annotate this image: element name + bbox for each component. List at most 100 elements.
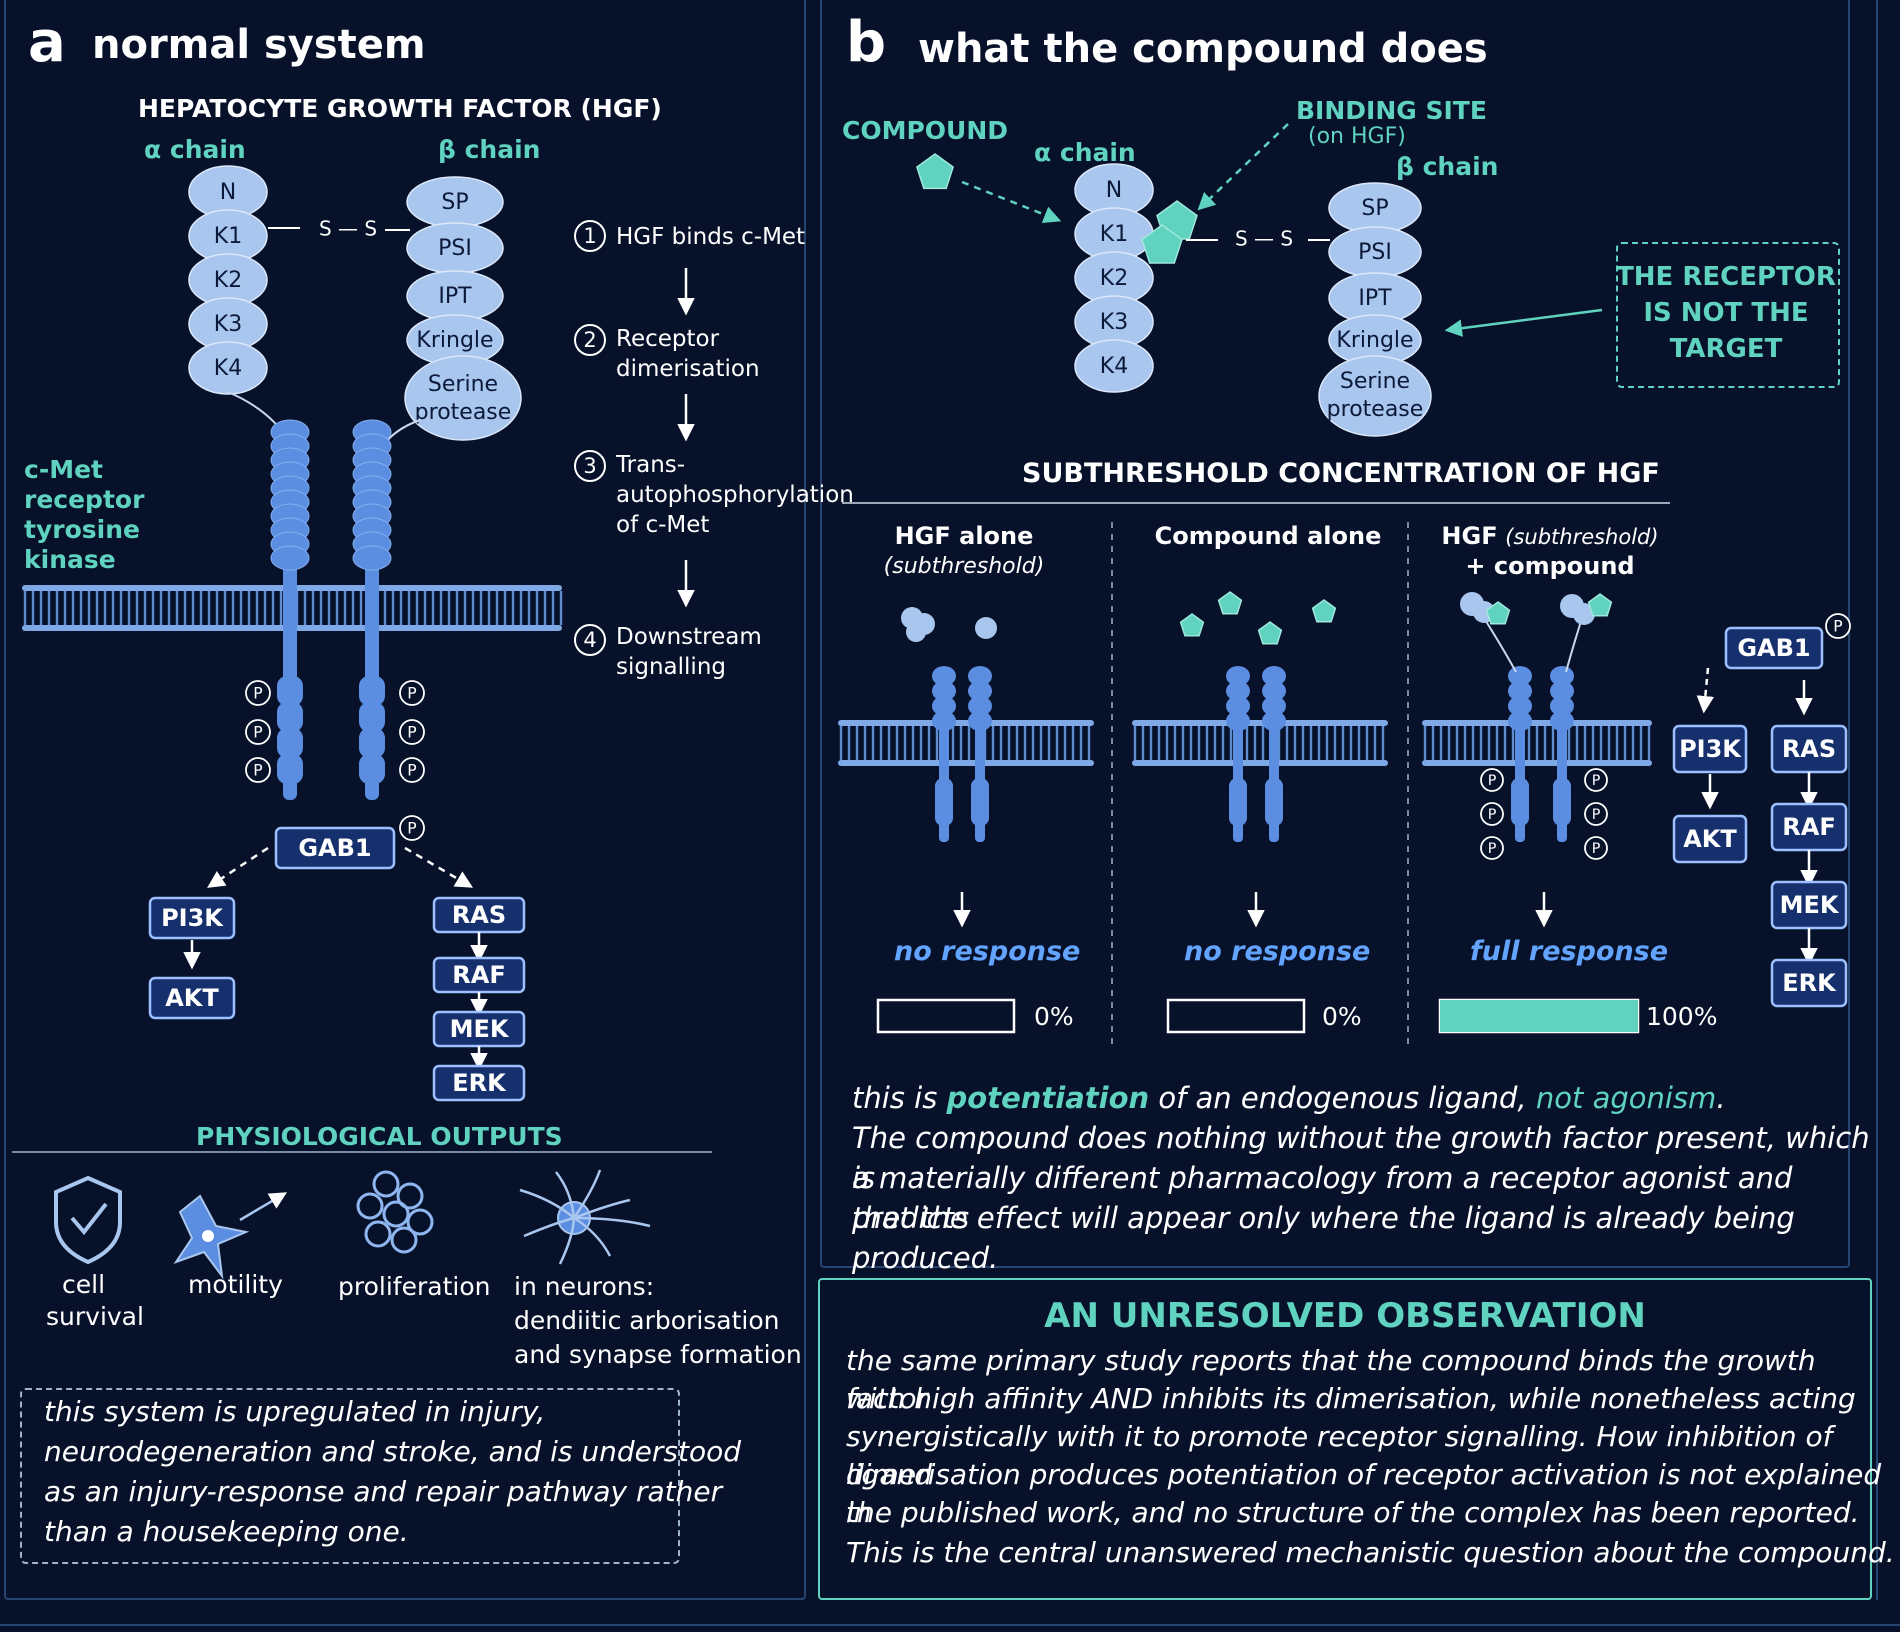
phospho-a-right-1-label: P: [407, 724, 416, 742]
summary-line-0: this is potentiation of an endogenous li…: [852, 1078, 1726, 1118]
motility-arrow-icon: [239, 1192, 288, 1222]
cascade-a-ras-label: RAS: [452, 901, 506, 929]
receptor-b3-left-ecd-3: [1508, 711, 1532, 731]
neuron-dendrite-icon-0: [519, 1188, 575, 1219]
panel-b-letter: b: [846, 10, 887, 75]
output-neurons-line-3: and synapse formation: [514, 1340, 802, 1369]
panel-a-frame: [4, 0, 806, 1600]
observation-line-3: synergistically with it to promote recep…: [846, 1420, 1833, 1491]
akt-a-label: AKT: [165, 984, 219, 1012]
step-2-line-2: dimerisation: [616, 356, 760, 382]
step-4-circle: [574, 624, 606, 656]
summary-line-2: a materially different pharmacology from…: [852, 1161, 1793, 1235]
alpha-chain-label-b: α chain: [1034, 138, 1136, 167]
receptor-label-line-1: c-Met: [24, 455, 103, 484]
observation-highlight: This is the central unanswered mechanist…: [846, 1536, 1895, 1569]
arrow-a-gab1-ras: [404, 846, 474, 888]
beta-chain-a-protease-domain: [404, 355, 522, 441]
step-3-line-2: autophosphorylation: [616, 482, 854, 508]
condition-1-title: HGF alone: [894, 522, 1034, 550]
note-line-2: neurodegeneration and stroke, and is und…: [44, 1435, 742, 1468]
receptor-a-left-kinase-2: [277, 728, 303, 758]
output-proliferation: proliferation: [338, 1272, 491, 1301]
receptor-a-right-kinase-1: [359, 702, 385, 732]
phospho-b3-right-1: [1584, 802, 1608, 826]
note-box: [20, 1388, 680, 1564]
membrane-b-2: [1132, 720, 1388, 766]
condition-1-response: no response: [894, 936, 1081, 967]
receptor-b1-right-ecd-2: [968, 696, 992, 716]
linker-b3-right: [1565, 617, 1583, 673]
receptor-b2-left-ecd-0: [1226, 666, 1250, 686]
step-1-text: HGF binds c-Met: [616, 224, 806, 250]
condition-3-subtitle: + compound: [1465, 552, 1635, 580]
condition-1-percent: 0%: [1034, 1002, 1074, 1031]
phospho-b3-right-1-label: P: [1592, 807, 1601, 823]
akt-b-box: [1672, 814, 1748, 864]
summary-line-3: that the effect will appear only where t…: [852, 1201, 1795, 1275]
beta-chain-b-domain-label-2: IPT: [1358, 286, 1392, 311]
step-3: Trans- autophosphorylation of c-Met: [616, 450, 854, 540]
step-3-number: 3: [583, 454, 596, 478]
compound-pentagon: [916, 153, 954, 190]
compound-b3-2: [1587, 593, 1613, 617]
receptor-b2-right-kinase: [1265, 778, 1283, 826]
phospho-b3-left-2-label: P: [1488, 841, 1497, 857]
phospho-b3-left-2: [1480, 836, 1504, 860]
beta-chain-a-domain-label-0: SP: [441, 190, 468, 215]
beta-chain-b-protease-label-2: protease: [1327, 397, 1424, 422]
output-neurons-line-2: dendiitic arborisation: [514, 1306, 780, 1335]
receptor-b3-left-ecd-2: [1508, 696, 1532, 716]
condition-1-subtitle: (subthreshold): [883, 554, 1045, 579]
cascade-a-mek-label: MEK: [450, 1015, 510, 1043]
phospho-a-right-1: [399, 719, 425, 745]
cascade-a-erk-box: [432, 1064, 526, 1102]
phospho-b3-left-0: [1480, 768, 1504, 792]
neuron-dendrite-icon-2: [555, 1171, 576, 1219]
neuron-dendrite-icon-4: [573, 1198, 631, 1220]
receptor-b1-left-ecd-1: [932, 681, 956, 701]
disulfide-b-label: S — S: [1235, 227, 1293, 251]
alpha-chain-a-domain-label-1: K1: [214, 224, 242, 249]
summary-line-1: The compound does nothing without the gr…: [852, 1121, 1870, 1195]
response-bar-2-frame: [1166, 998, 1306, 1034]
bottom-rule: [0, 1624, 1900, 1626]
output-survival-line-2: survival: [46, 1302, 144, 1331]
observation-title: AN UNRESOLVED OBSERVATION: [1044, 1296, 1646, 1336]
cascade-a-raf-label: RAF: [452, 961, 505, 989]
receptor-b1-left-ecd-3: [932, 711, 956, 731]
step-2-number: 2: [583, 328, 596, 352]
step-3-circle: [574, 450, 606, 482]
membrane-b-3: [1422, 720, 1652, 766]
motility-nucleus-icon: [202, 1230, 214, 1242]
alpha-chain-b-domain-label-0: N: [1106, 178, 1122, 203]
disulfide-a-label: S — S: [319, 217, 377, 241]
condition-3-percent: 100%: [1646, 1002, 1718, 1031]
phospho-a-right-2-label: P: [407, 762, 416, 780]
phospho-b-gab1: [1825, 613, 1851, 639]
receptor-b2-left-kinase: [1229, 778, 1247, 826]
pi3k-a-box: [148, 896, 236, 940]
proliferation-cell-icon-0: [372, 1170, 400, 1198]
proliferation-cell-icon-1: [396, 1182, 424, 1210]
alpha-chain-b-domain-label-4: K4: [1100, 354, 1128, 379]
receptor-label-line-4: kinase: [24, 545, 116, 574]
binding-site-label: BINDING SITE: [1296, 96, 1487, 125]
neuron-dendrite-icon-7: [558, 1217, 576, 1265]
receptor-b1-left-kinase: [935, 778, 953, 826]
receptor-note-line-3: TARGET: [1669, 334, 1783, 364]
proliferation-cell-icon-2: [356, 1192, 384, 1220]
summary-pre: this is: [852, 1081, 947, 1115]
compound-label: COMPOUND: [842, 116, 1009, 145]
beta-chain-a-domain-label-1: PSI: [438, 236, 472, 261]
panel-a-title: normal system: [92, 22, 426, 68]
condition-2-percent: 0%: [1322, 1002, 1362, 1031]
bound-compound-2: [1141, 224, 1183, 264]
gab1-a-box: [274, 826, 396, 870]
condition-3-title-italic: (subthreshold): [1505, 525, 1659, 549]
arrow-a-gab1-pi3k: [207, 846, 269, 888]
pi3k-b-box: [1672, 724, 1748, 774]
phospho-a-left-0: [245, 680, 271, 706]
compound-b2-3: [1257, 621, 1283, 645]
